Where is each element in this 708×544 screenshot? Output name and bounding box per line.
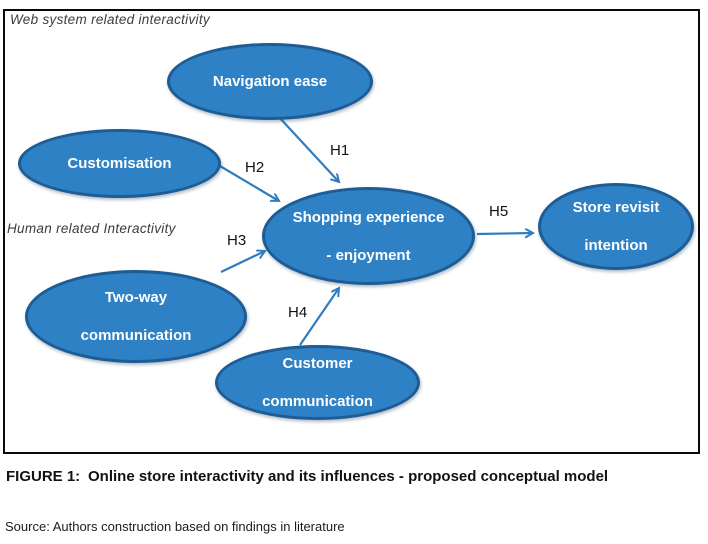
figure-caption-text: Online store interactivity and its influ… <box>88 468 609 485</box>
edge-label-h1: H1 <box>330 142 350 159</box>
node-store-revisit-intention: Store revisit intention <box>538 183 694 270</box>
node-two-way-communication: Two-way communication <box>25 270 247 363</box>
edge-label-h5: H5 <box>489 203 509 220</box>
node-label: communication <box>262 393 373 410</box>
node-label: intention <box>584 237 648 254</box>
node-label: Shopping experience <box>292 208 445 226</box>
edge-label-h2: H2 <box>245 159 265 176</box>
node-label: Customer <box>282 355 353 372</box>
node-shopping-experience: Shopping experience - enjoyment <box>262 187 475 285</box>
node-label: Customisation <box>67 155 172 172</box>
edge-label-h4: H4 <box>288 304 308 321</box>
node-customisation: Customisation <box>18 129 221 198</box>
node-label: Two-way <box>104 289 168 306</box>
figure-caption-label: FIGURE 1: <box>6 468 81 485</box>
web-system-region-label: Web system related interactivity <box>10 12 210 27</box>
figure-caption: FIGURE 1: Online store interactivity and… <box>6 466 704 487</box>
node-navigation-ease: Navigation ease <box>167 43 373 120</box>
edge-label-h3: H3 <box>227 232 247 249</box>
node-label: communication <box>80 327 192 344</box>
node-label: Store revisit <box>572 199 660 216</box>
node-label: - enjoyment <box>326 246 411 264</box>
human-related-region-label: Human related Interactivity <box>7 221 176 236</box>
source-note: Source: Authors construction based on fi… <box>5 519 345 534</box>
node-customer-communication: Customer communication <box>215 345 420 420</box>
node-label: Navigation ease <box>212 73 328 90</box>
